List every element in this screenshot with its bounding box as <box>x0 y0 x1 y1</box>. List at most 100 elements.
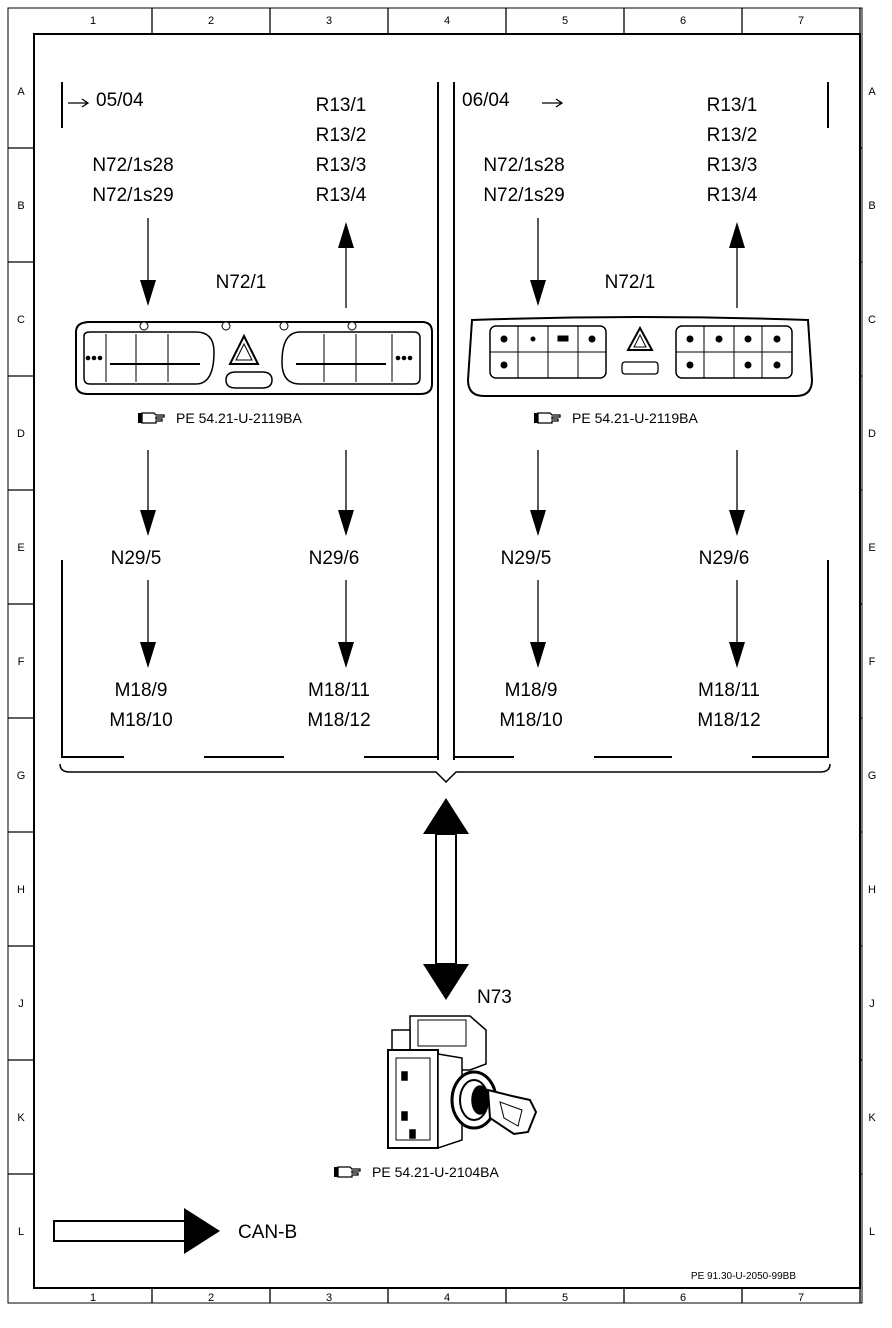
left-input-s28: N72/1s28 <box>92 155 173 176</box>
left-n29-6-arrowhead <box>338 510 354 536</box>
right-pointer-hand-icon <box>533 412 561 424</box>
right-motor-m18-10: M18/10 <box>499 710 562 731</box>
footer-doc-id: PE 91.30-U-2050-99BB <box>691 1271 796 1282</box>
right-motor-m18-9: M18/9 <box>505 680 558 701</box>
grid-column-label: 1 <box>90 1292 96 1304</box>
grid-row-label: J <box>869 998 875 1010</box>
left-pointer-hand-icon <box>137 412 165 424</box>
grid-column-label: 3 <box>326 15 332 27</box>
right-motor-m18-12: M18/12 <box>697 710 760 731</box>
grid-row-label: A <box>868 86 876 98</box>
right-unit-ref: PE 54.21-U-2119BA <box>572 410 698 426</box>
left-output-r13-2: R13/2 <box>316 125 367 146</box>
left-output-r13-4: R13/4 <box>316 185 367 206</box>
grid-row-label: A <box>17 86 25 98</box>
left-motor-m18-12: M18/12 <box>307 710 370 731</box>
grid-row-label: H <box>17 884 25 896</box>
right-control-panel-image <box>466 316 814 397</box>
grid-row-label: B <box>868 200 875 212</box>
left-input-arrowhead <box>140 280 156 306</box>
grid-column-label: 7 <box>798 1292 804 1304</box>
right-n29-5-arrowhead <box>530 510 546 536</box>
grid-column-label: 6 <box>680 15 686 27</box>
ignition-pointer-hand-icon <box>333 1166 361 1178</box>
left-unit-ref: PE 54.21-U-2119BA <box>176 410 302 426</box>
left-output-r13-3: R13/3 <box>316 155 367 176</box>
grid-row-label: B <box>17 200 24 212</box>
can-b-legend-arrow <box>53 1208 220 1254</box>
right-output-r13-4: R13/4 <box>707 185 758 206</box>
grid-row-label: L <box>869 1226 875 1238</box>
grid-row-label: J <box>18 998 24 1010</box>
right-block: 06/04 R13/1 R13/2 R13/3 R13/4 N72/1s28 N… <box>453 82 829 760</box>
grid-column-label: 2 <box>208 1292 214 1304</box>
grid-row-label: L <box>18 1226 24 1238</box>
grid-row-label: C <box>17 314 25 326</box>
right-output-r13-2: R13/2 <box>707 125 758 146</box>
grid-row-label: G <box>17 770 26 782</box>
left-module-n29-5: N29/5 <box>111 548 162 569</box>
left-control-panel-image <box>75 321 433 395</box>
grid-column-label: 5 <box>562 1292 568 1304</box>
grid-row-label: E <box>17 542 24 554</box>
right-unit-label: N72/1 <box>605 272 656 293</box>
grid-row-label: C <box>868 314 876 326</box>
right-output-r13-1: R13/1 <box>707 95 758 116</box>
grid-column-label: 4 <box>444 1292 450 1304</box>
left-motor-m18-9: M18/9 <box>115 680 168 701</box>
right-output-r13-3: R13/3 <box>707 155 758 176</box>
legend-label: CAN-B <box>238 1222 297 1243</box>
right-motor-m18-11: M18/11 <box>698 680 760 701</box>
grid-row-label: G <box>868 770 877 782</box>
grid-column-label: 3 <box>326 1292 332 1304</box>
right-date-label: 06/04 <box>462 90 510 111</box>
grid-column-label: 4 <box>444 15 450 27</box>
left-module-n29-6: N29/6 <box>309 548 360 569</box>
right-block-bottom <box>454 560 829 758</box>
outer-frame <box>7 7 863 1304</box>
right-input-s29: N72/1s29 <box>483 185 564 206</box>
left-unit-label: N72/1 <box>216 272 267 293</box>
grid-lines <box>8 8 862 1303</box>
left-n29-5-arrowhead <box>140 510 156 536</box>
left-output-r13-1: R13/1 <box>316 95 367 116</box>
grid-column-label: 2 <box>208 15 214 27</box>
grid-row-label: K <box>17 1112 25 1124</box>
right-input-arrowhead <box>530 280 546 306</box>
right-module-n29-6: N29/6 <box>699 548 750 569</box>
left-input-s29: N72/1s29 <box>92 185 173 206</box>
grid-row-label: D <box>868 428 876 440</box>
can-b-double-arrow <box>423 798 469 1000</box>
grid-column-label: 7 <box>798 15 804 27</box>
right-input-s28: N72/1s28 <box>483 155 564 176</box>
left-block: 05/04 R13/1 R13/2 R13/3 R13/4 N72/1s28 N… <box>61 82 439 760</box>
ignition-switch-image <box>387 1015 538 1150</box>
left-m18-right-arrowhead <box>338 642 354 668</box>
left-block-bottom <box>61 560 438 758</box>
grid-column-label: 5 <box>562 15 568 27</box>
ignition-ref: PE 54.21-U-2104BA <box>372 1164 500 1180</box>
left-output-arrowhead <box>338 222 354 248</box>
grid-column-label: 6 <box>680 1292 686 1304</box>
left-version-arrow <box>68 98 90 108</box>
left-date-label: 05/04 <box>96 90 144 111</box>
right-m18-right-arrowhead <box>729 642 745 668</box>
left-m18-left-arrowhead <box>140 642 156 668</box>
grid-row-label: K <box>868 1112 876 1124</box>
right-module-n29-5: N29/5 <box>501 548 552 569</box>
left-motor-m18-10: M18/10 <box>109 710 172 731</box>
grid-row-label: H <box>868 884 876 896</box>
grid-row-label: F <box>869 656 876 668</box>
grid-row-label: F <box>18 656 25 668</box>
right-block-frame <box>453 82 829 760</box>
grid-row-label: E <box>868 542 875 554</box>
right-output-arrowhead <box>729 222 745 248</box>
left-motor-m18-11: M18/11 <box>308 680 370 701</box>
ignition-label: N73 <box>477 987 512 1008</box>
right-m18-left-arrowhead <box>530 642 546 668</box>
grid-row-label: D <box>17 428 25 440</box>
group-brace <box>59 763 831 784</box>
grid-column-label: 1 <box>90 15 96 27</box>
